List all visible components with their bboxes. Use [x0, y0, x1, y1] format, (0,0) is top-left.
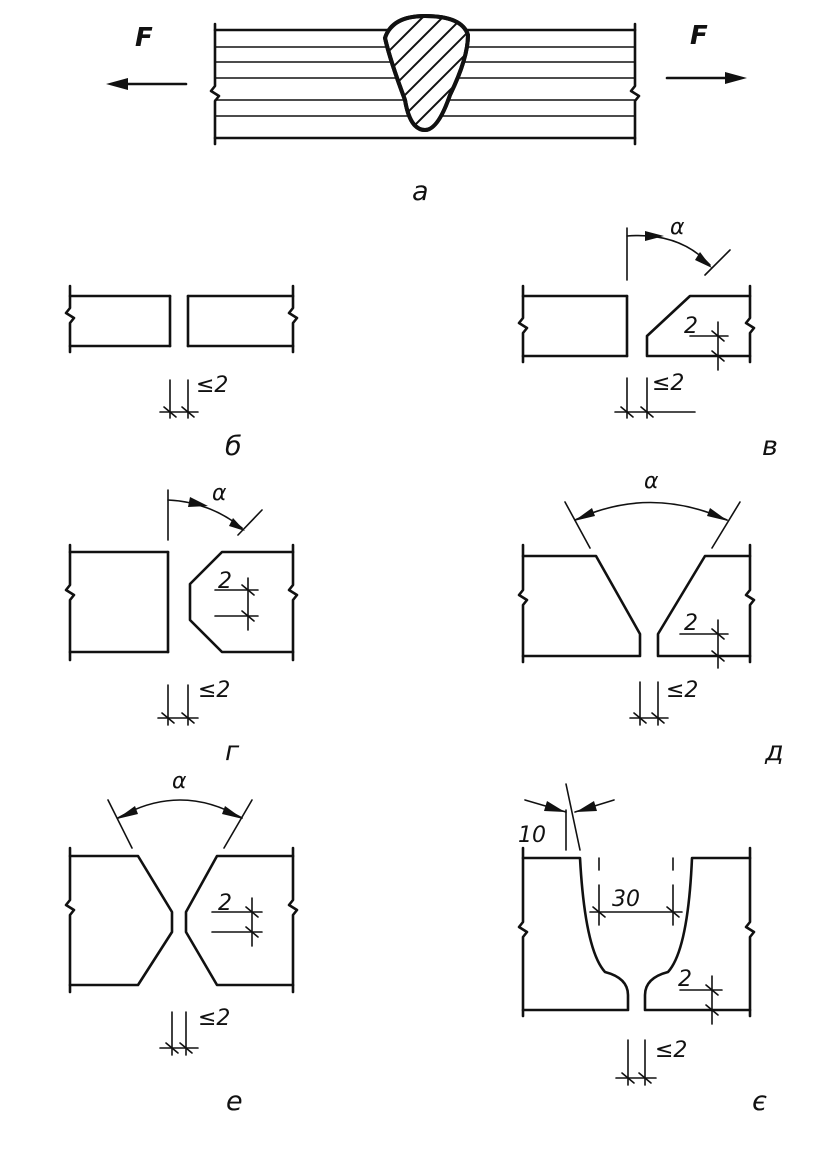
figure-e-label: е	[226, 1086, 243, 1117]
figure-b-label: б	[225, 431, 242, 462]
root-face-value: 2	[678, 967, 692, 992]
figure-ye-u-groove: 10 30 2 ≤2 є	[517, 783, 767, 1117]
figure-g-double-bevel: α 2 ≤2 г	[64, 481, 299, 767]
gap-dimension: ≤2	[159, 373, 228, 419]
width-dimension: 30	[589, 857, 683, 926]
gap-dimension: ≤2	[157, 678, 230, 726]
groove-angle-dimension: α	[107, 769, 253, 849]
gap-value: ≤2	[666, 678, 698, 703]
gap-dimension: ≤2	[614, 371, 696, 419]
figure-v-single-bevel: α 2 ≤2 в	[517, 215, 778, 462]
figure-a-butt-weld: F F а	[106, 13, 747, 207]
force-label-right: F	[690, 21, 708, 51]
gap-dimension: ≤2	[615, 1038, 687, 1086]
root-face-value: 2	[684, 611, 698, 636]
gap-value: ≤2	[196, 373, 228, 398]
root-face-dimension: 2	[214, 569, 259, 631]
figure-e-double-v: α 2 ≤2 е	[64, 769, 299, 1117]
root-face-value: 2	[218, 569, 232, 594]
weld-bead	[382, 13, 471, 133]
figure-b-square-butt: ≤2 б	[64, 284, 299, 462]
figure-d-label: д	[764, 736, 784, 767]
gap-dimension: ≤2	[159, 1006, 230, 1056]
width-value: 30	[612, 887, 640, 912]
bevel-angle-dimension: α	[626, 215, 731, 281]
angle-value: α	[644, 469, 659, 494]
figure-d-single-v: α 2 ≤2 д	[517, 469, 784, 767]
angle-value: α	[172, 769, 187, 794]
figure-ye-label: є	[752, 1086, 767, 1117]
root-face-dimension: 2	[679, 611, 729, 669]
root-face-dimension: 2	[684, 314, 729, 371]
root-face-value: 2	[218, 891, 232, 916]
figure-v-label: в	[762, 431, 778, 462]
gap-value: ≤2	[198, 1006, 230, 1031]
root-face-value: 2	[684, 314, 698, 339]
bevel-angle-dimension: α	[167, 481, 263, 541]
bevel-angle-dimension: 10	[518, 783, 615, 851]
gap-dimension: ≤2	[629, 678, 698, 726]
gap-value: ≤2	[652, 371, 684, 396]
angle-value: α	[212, 481, 227, 506]
force-label-left: F	[135, 23, 153, 53]
groove-angle-dimension: α	[564, 469, 741, 549]
force-arrow-right: F	[665, 21, 747, 84]
gap-value: ≤2	[198, 678, 230, 703]
root-face-dimension: 2	[678, 967, 723, 1025]
figure-a-label: а	[412, 176, 429, 207]
gap-value: ≤2	[655, 1038, 687, 1063]
figure-g-label: г	[225, 736, 240, 767]
angle-value: α	[670, 215, 685, 240]
force-arrow-left: F	[106, 23, 188, 90]
bevel-value: 10	[518, 823, 546, 848]
root-face-dimension: 2	[211, 891, 263, 947]
